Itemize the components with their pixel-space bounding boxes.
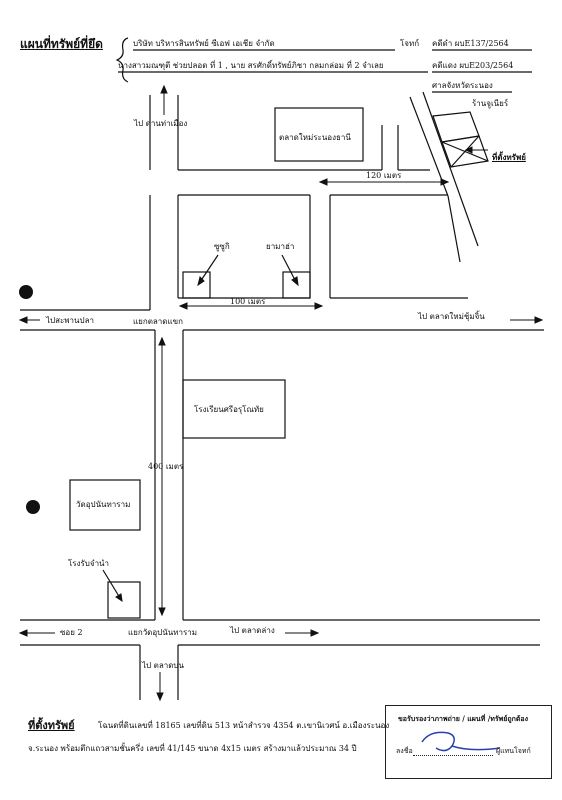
label-temple: วัดอุปนันทาราม	[76, 500, 131, 509]
company-line: บริษัท บริหารสินทรัพย์ ซีเอฟ เอเชีย จำกั…	[133, 39, 275, 48]
footer-deed-line: โฉนดที่ดินเลขที่ 18165 เลขที่ดิน 513 หน้…	[98, 721, 390, 730]
label-dist-100: 100 เมตร	[230, 297, 266, 306]
label-pawnshop: โรงรับจำนำ	[68, 559, 110, 568]
label-property-location: ที่ตั้งทรัพย์	[492, 152, 526, 162]
certification-role: ผู้แทนโจทก์	[496, 747, 531, 755]
footer-building-line: จ.ระนอง พร้อมตึกแถวสามชั้นครึ่ง เลขที่ 4…	[28, 744, 357, 753]
label-new-market: ตลาดใหม่ระนองธานี	[279, 133, 351, 142]
arrowhead	[115, 593, 123, 603]
arrowhead	[158, 336, 166, 346]
signature-scribble	[421, 731, 501, 752]
certification-title: ขอรับรองว่าภาพถ่าย / แผนที่ /ทรัพย์ถูกต้…	[398, 714, 529, 723]
arrowhead	[197, 276, 205, 287]
label-intersection-market: แยกตลาดแขก	[133, 317, 183, 326]
red-case-number: คดีแดง ผบE203/2564	[432, 61, 514, 70]
arrowhead	[18, 316, 28, 324]
temple-box	[69, 479, 141, 531]
zuzuki-box	[182, 271, 211, 299]
new-market-box	[274, 107, 364, 162]
diagonal-road	[422, 91, 479, 247]
black-case-number: คดีดำ ผบE137/2564	[432, 39, 509, 48]
footer-property-label: ที่ตั้งทรัพย์	[28, 719, 75, 732]
punch-hole	[26, 500, 40, 514]
pointer-line	[199, 254, 219, 283]
arrowhead	[310, 629, 320, 637]
label-zuzuki: ซูซูกิ	[214, 242, 230, 251]
label-to-new-market: ไป ตลาดใหม่ชุ้มจิ้น	[418, 312, 485, 321]
diagonal-road	[447, 195, 461, 263]
map-title: แผนที่ทรัพย์ที่ยึด	[20, 37, 103, 51]
certification-sign-label: ลงชื่อ	[396, 747, 413, 755]
header-brace	[115, 37, 129, 83]
pawnshop-box	[107, 581, 141, 619]
pointer-line	[102, 569, 121, 599]
label-intersection-temple: แยกวัดอุปนันทาราม	[128, 628, 198, 637]
signature-line	[413, 755, 493, 756]
pointer-line	[281, 254, 297, 283]
plaintiff-label: โจทก์	[400, 39, 420, 48]
school-box	[182, 379, 286, 439]
property-cross	[450, 135, 480, 168]
arrowhead	[318, 178, 328, 186]
punch-hole	[19, 285, 33, 299]
label-dist-400: 400 เมตร	[148, 462, 184, 471]
arrowhead	[158, 607, 166, 617]
label-dist-120: 120 เมตร	[366, 171, 402, 180]
label-school: โรงเรียนศรีอรุโณทัย	[194, 405, 264, 414]
arrowhead	[314, 302, 324, 310]
label-to-checkpoint: ไป ด่านท่าเมือง	[134, 119, 188, 128]
label-to-lower-market: ไป ตลาดล่าง	[230, 626, 275, 635]
arrowhead	[160, 84, 168, 94]
arrowhead	[18, 629, 28, 637]
label-soi2: ซอย 2	[60, 628, 83, 637]
label-to-upper-market: ไป ตลาดบน	[142, 661, 184, 670]
court-name: ศาลจังหวัดระนอง	[432, 81, 493, 90]
label-to-fish-pier: ไปสะพานปลา	[46, 316, 94, 325]
certification-box: ขอรับรองว่าภาพถ่าย / แผนที่ /ทรัพย์ถูกต้…	[385, 705, 552, 779]
arrowhead	[534, 316, 544, 324]
arrowhead	[178, 302, 188, 310]
yamaha-box	[282, 271, 311, 299]
label-yamaha: ยามาฮ่า	[266, 242, 295, 251]
arrowhead	[464, 146, 473, 154]
defendant-line: นางสาวมณฑุตี ช่วยปลอด ที่ 1 , นาย สรศักด…	[118, 61, 384, 70]
label-shop: ร้านจูเนียร์	[472, 99, 509, 108]
arrowhead	[440, 178, 450, 186]
arrowhead	[291, 276, 299, 287]
arrowhead	[156, 692, 164, 702]
